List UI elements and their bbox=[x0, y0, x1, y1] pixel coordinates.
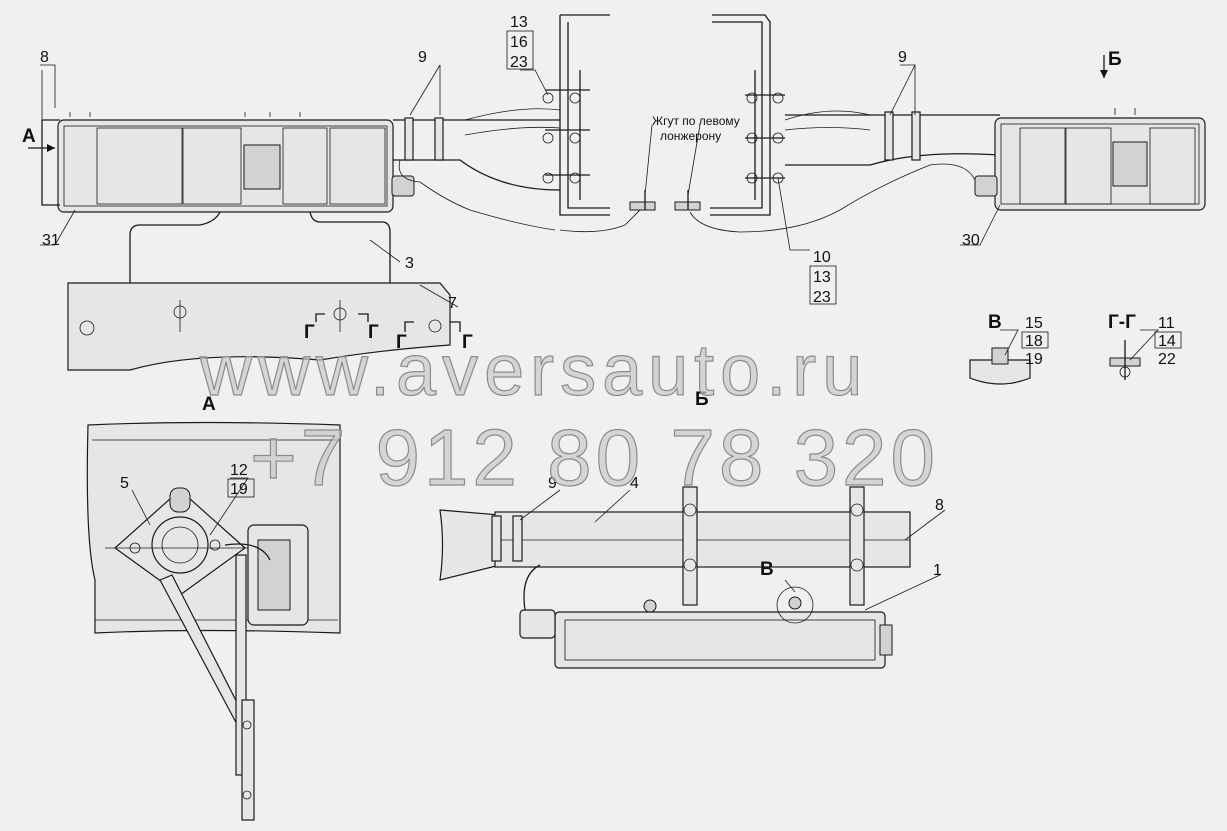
callout-1: 1 bbox=[933, 562, 942, 579]
callout-7: 7 bbox=[448, 295, 457, 312]
watermark: www.aversauto.ru +7 912 80 78 320 bbox=[198, 330, 939, 502]
harness-note-line1: Жгут по левому bbox=[652, 114, 740, 128]
callout-18: 18 bbox=[1025, 333, 1043, 350]
view-letters: А Б Г Г Г Г В Г-Г А Б В bbox=[22, 49, 1136, 580]
callout-11: 11 bbox=[1158, 315, 1175, 332]
callout-14: 14 bbox=[1158, 333, 1176, 350]
callout-23-top: 23 bbox=[510, 54, 528, 71]
section-g-1: Г bbox=[304, 322, 315, 343]
view-arrow-a-label: А bbox=[22, 126, 36, 147]
callout-22: 22 bbox=[1158, 351, 1176, 368]
detail-views bbox=[969, 340, 1141, 385]
callout-9-bottom: 9 bbox=[548, 475, 557, 492]
section-g-3: Г bbox=[396, 332, 407, 353]
callout-13-top: 13 bbox=[510, 14, 528, 31]
callout-8-top: 8 bbox=[40, 49, 49, 66]
callout-9-right: 9 bbox=[898, 49, 907, 66]
view-a-title: А bbox=[202, 394, 216, 415]
callout-30: 30 bbox=[962, 232, 980, 249]
view-arrows bbox=[28, 55, 1108, 152]
leader-lines bbox=[40, 64, 1159, 611]
callout-19-a: 19 bbox=[1025, 351, 1043, 368]
harness-note: Жгут по левому лонжерону bbox=[652, 114, 740, 143]
section-g-4: Г bbox=[462, 332, 473, 353]
top-view bbox=[41, 14, 1206, 371]
view-v-title: В bbox=[988, 312, 1002, 333]
left-rear-lamp bbox=[57, 112, 415, 213]
callout-15: 15 bbox=[1025, 315, 1043, 332]
watermark-site: www.aversauto.ru bbox=[199, 331, 868, 411]
callout-5: 5 bbox=[120, 475, 129, 492]
callout-12: 12 bbox=[230, 462, 248, 479]
callout-16: 16 bbox=[510, 34, 528, 51]
license-plate-bracket bbox=[67, 282, 451, 371]
watermark-phone: +7 912 80 78 320 bbox=[250, 413, 939, 502]
view-v-marker: В bbox=[760, 559, 774, 580]
callout-31: 31 bbox=[42, 232, 60, 249]
callout-13-bottom: 13 bbox=[813, 269, 831, 286]
callout-8-bottom: 8 bbox=[935, 497, 944, 514]
callout-3: 3 bbox=[405, 255, 414, 272]
callout-9-left: 9 bbox=[418, 49, 427, 66]
harness-note-line2: лонжерону bbox=[660, 129, 721, 143]
callout-labels: 8 9 9 13 16 23 10 13 23 31 30 3 7 15 18 … bbox=[40, 14, 1182, 579]
view-arrow-b-label: Б bbox=[1108, 49, 1122, 70]
right-rear-lamp bbox=[974, 108, 1206, 211]
callout-10: 10 bbox=[813, 249, 831, 266]
callout-19-b: 19 bbox=[230, 481, 248, 498]
section-g-2: Г bbox=[368, 322, 379, 343]
callout-23-bottom: 23 bbox=[813, 289, 831, 306]
section-gg-title: Г-Г bbox=[1108, 312, 1136, 333]
view-b-title: Б bbox=[695, 389, 709, 410]
view-a bbox=[86, 421, 341, 821]
view-b bbox=[439, 486, 911, 669]
callout-4: 4 bbox=[630, 475, 639, 492]
